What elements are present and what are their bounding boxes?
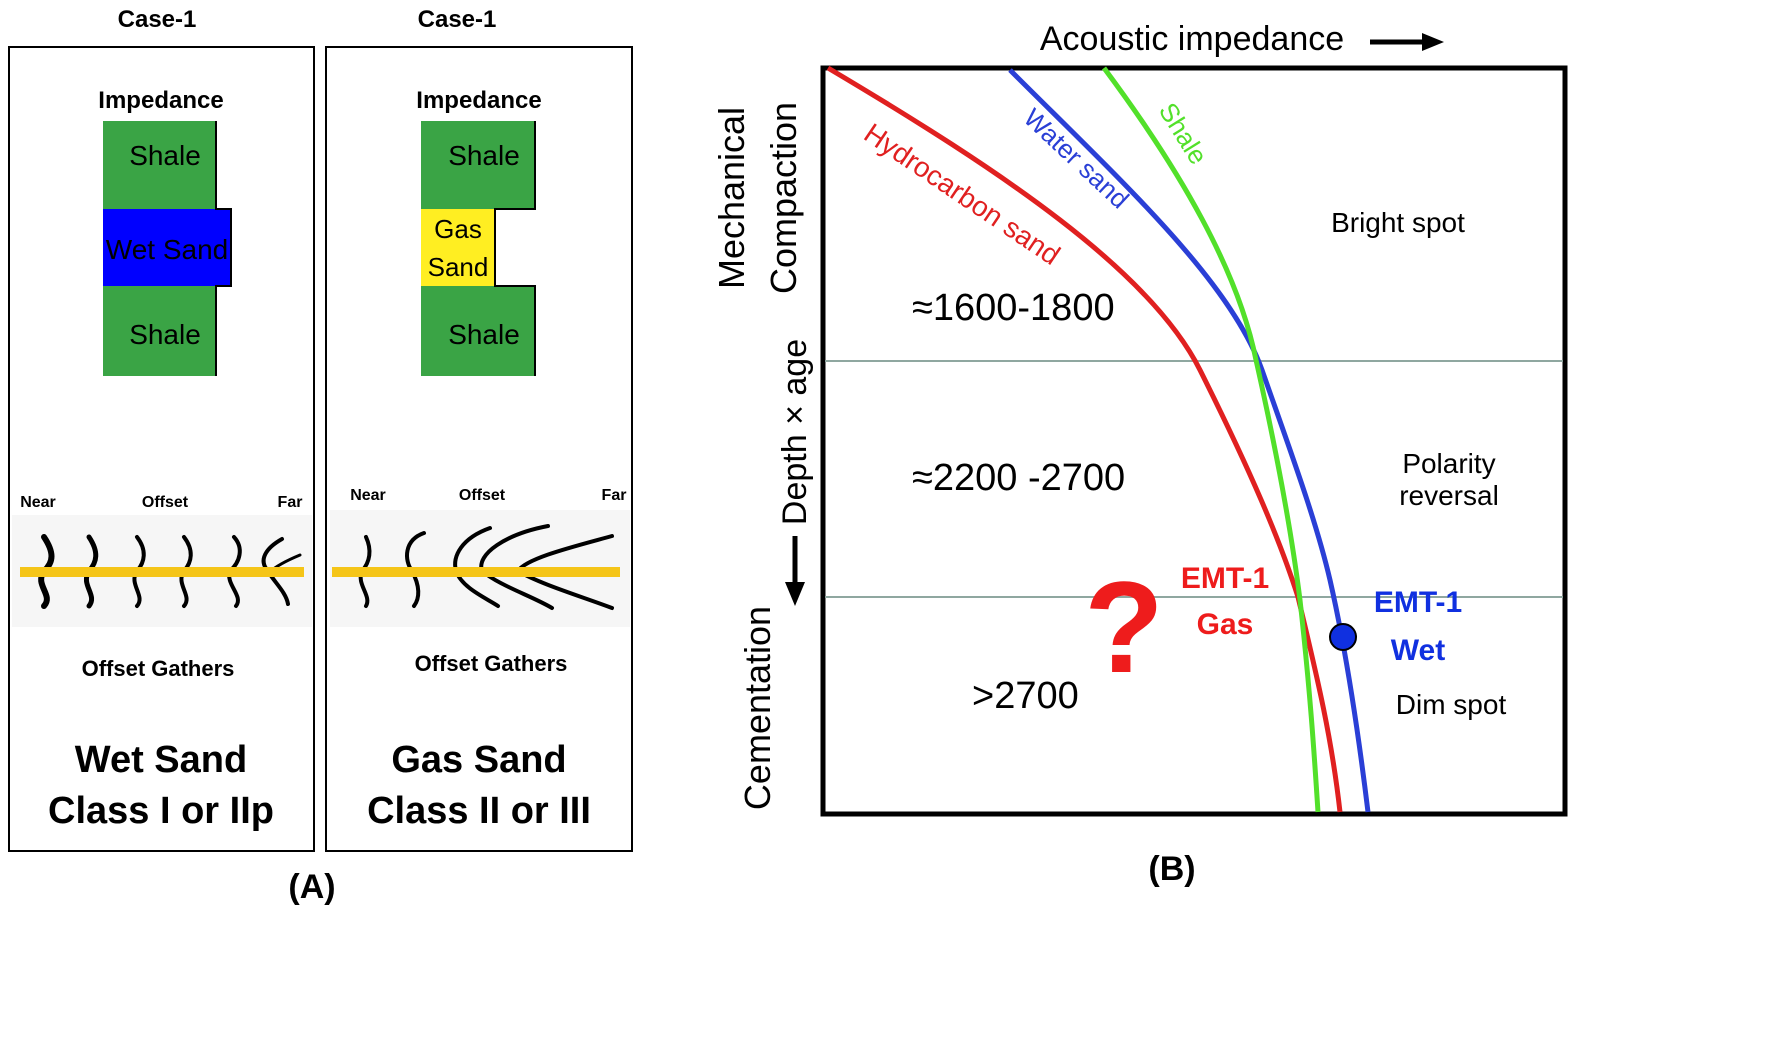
left-impedance-title: Impedance [98, 87, 223, 114]
panel-b-label: (B) [1148, 850, 1195, 888]
right-case-title: Case-1 [418, 6, 497, 33]
plot-frame [820, 65, 1568, 817]
panel-a-label: (A) [288, 868, 335, 906]
emt1-wet-label-line1: EMT-1 [1374, 586, 1462, 619]
right-gas-sand-label-line1: Gas [434, 214, 482, 244]
left-impedance-log [215, 121, 232, 376]
bright-spot-label: Bright spot [1331, 207, 1465, 238]
left-gather-offset: Offset [142, 494, 189, 511]
right-impedance-log [494, 121, 536, 376]
right-top-shale-block [421, 121, 535, 209]
left-wet-sand-label: Wet Sand [106, 234, 228, 265]
y-axis-mechanical-label: Mechanical [711, 107, 752, 289]
y-axis-depth-age-label: Depth × age [776, 339, 814, 525]
right-top-shale-label: Shale [448, 140, 520, 171]
left-top-shale-label: Shale [129, 140, 201, 171]
left-impedance-column [103, 121, 232, 376]
emt1-gas-label-line1: EMT-1 [1181, 562, 1269, 595]
emt1-wet-label-line2: Wet [1391, 634, 1445, 667]
left-top-shale-block [103, 121, 216, 209]
left-bottom-shale-block [103, 286, 216, 376]
hydrocarbon-sand-curve [826, 65, 1343, 813]
left-summary-line1: Wet Sand [75, 739, 247, 781]
left-gather-near: Near [20, 494, 56, 511]
left-bottom-shale-label: Shale [129, 319, 201, 350]
right-gather-near: Near [350, 487, 386, 504]
right-summary-line1: Gas Sand [391, 739, 566, 781]
left-gather-title: Offset Gathers [82, 656, 235, 681]
zone2-depth-label: ≈2200 -2700 [912, 457, 1125, 499]
zone3-depth-label: >2700 [972, 675, 1079, 717]
right-summary-line2: Class II or III [367, 790, 591, 832]
y-axis-compaction-label: Compaction [763, 102, 804, 294]
y-axis-arrowhead [785, 582, 805, 606]
shale-curve [1101, 66, 1321, 813]
right-impedance-title: Impedance [416, 87, 541, 114]
dim-spot-label: Dim spot [1396, 689, 1507, 720]
polarity-reversal-line2: reversal [1399, 480, 1499, 511]
right-gather-offset: Offset [459, 487, 506, 504]
y-axis-cementation-label: Cementation [737, 606, 778, 810]
zone1-depth-label: ≈1600-1800 [912, 287, 1115, 329]
emt1-gas-label-line2: Gas [1197, 608, 1254, 641]
right-bottom-shale-label: Shale [448, 319, 520, 350]
left-summary-line2: Class I or IIp [48, 790, 274, 832]
left-wet-sand-block [103, 209, 231, 286]
polarity-reversal-line1: Polarity [1402, 448, 1495, 479]
right-gas-sand-block [421, 209, 495, 286]
right-impedance-column [421, 121, 536, 376]
water-sand-curve [1008, 68, 1371, 813]
question-mark: ? [1084, 554, 1163, 700]
right-bottom-shale-block [421, 286, 535, 376]
emt1-wet-marker [1329, 623, 1357, 651]
right-gather-far: Far [602, 487, 627, 504]
x-axis-arrowhead [1422, 33, 1444, 51]
acoustic-impedance-axis-label: Acoustic impedance [1040, 20, 1344, 58]
left-case-title: Case-1 [118, 6, 197, 33]
right-gas-sand-label-line2: Sand [428, 252, 489, 282]
left-gather-far: Far [278, 494, 303, 511]
right-gather-title: Offset Gathers [415, 651, 568, 676]
